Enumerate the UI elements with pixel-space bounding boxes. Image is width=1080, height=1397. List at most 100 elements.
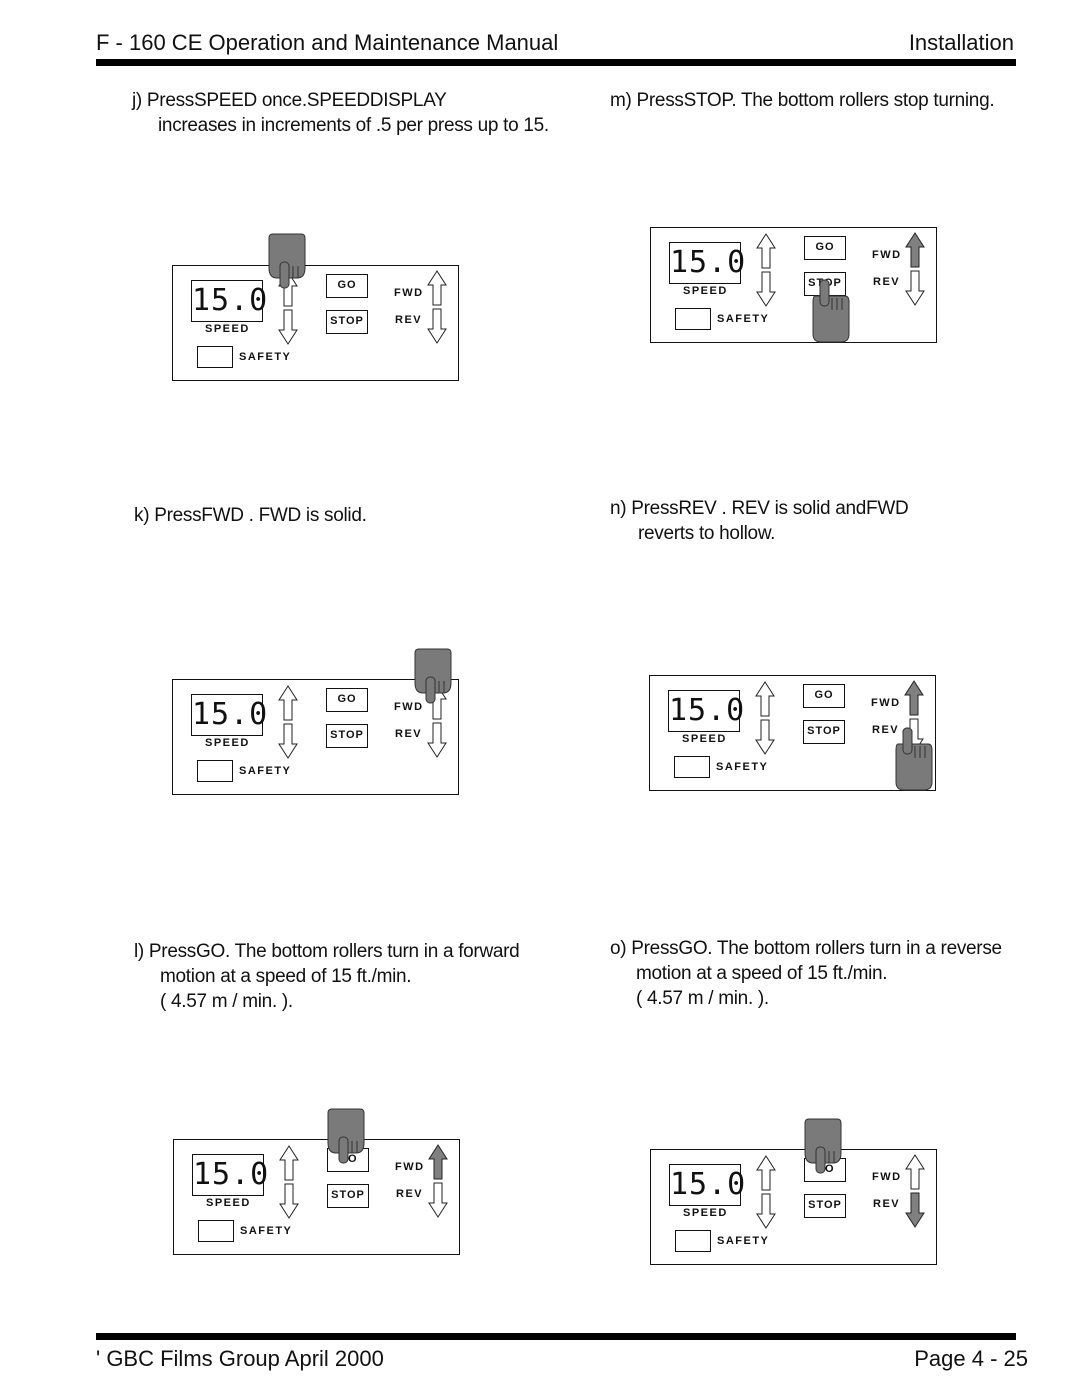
rev-label: REV	[396, 1188, 424, 1200]
stop-button[interactable]: STOP	[326, 310, 368, 334]
pointing-hand-icon	[327, 1108, 365, 1164]
panel-graphics	[756, 232, 925, 343]
panel-graphics	[279, 1108, 448, 1219]
speed-label: SPEED	[682, 733, 727, 745]
panel-graphics	[268, 233, 447, 345]
speed-label: SPEED	[206, 1197, 251, 1209]
fwd-label: FWD	[394, 701, 424, 713]
step-line: m) PressSTOP. The bottom rollers stop tu…	[610, 90, 995, 111]
footer-rule	[96, 1333, 1016, 1340]
speed-down-arrow-icon[interactable]	[755, 719, 775, 755]
fwd-label: FWD	[871, 697, 901, 709]
speed-display: 15.0	[191, 280, 267, 322]
panel-graphics	[278, 648, 452, 759]
go-button[interactable]: GO	[804, 236, 846, 260]
fwd-arrow-icon[interactable]	[905, 1154, 925, 1190]
step-n-text: n) PressREV . REV is solid andFWD revert…	[610, 496, 909, 546]
safety-label: SAFETY	[716, 761, 769, 773]
speed-down-arrow-icon[interactable]	[278, 309, 298, 345]
rev-label: REV	[395, 728, 423, 740]
speed-down-arrow-icon[interactable]	[279, 1183, 299, 1219]
speed-up-arrow-icon[interactable]	[279, 1145, 299, 1181]
rev-arrow-icon[interactable]	[427, 308, 447, 344]
step-line: o) PressGO. The bottom rollers turn in a…	[610, 938, 1002, 959]
rev-arrow-icon[interactable]	[905, 270, 925, 306]
stop-button[interactable]: STOP	[803, 720, 845, 744]
go-button[interactable]: GO	[326, 688, 368, 712]
fwd-label: FWD	[872, 249, 902, 261]
speed-label: SPEED	[683, 285, 728, 297]
safety-label: SAFETY	[717, 1235, 770, 1247]
fwd-arrow-icon[interactable]	[428, 1144, 448, 1180]
pointing-hand-icon	[804, 1118, 842, 1174]
speed-display: 15.0	[668, 690, 744, 732]
step-l-text: l) PressGO. The bottom rollers turn in a…	[134, 939, 520, 1014]
speed-up-arrow-icon[interactable]	[755, 681, 775, 717]
rev-arrow-icon[interactable]	[427, 722, 447, 758]
safety-indicator	[198, 1220, 234, 1242]
speed-down-arrow-icon[interactable]	[756, 1193, 776, 1229]
safety-label: SAFETY	[239, 351, 292, 363]
speed-label: SPEED	[205, 737, 250, 749]
step-line: motion at a speed of 15 ft./min.	[636, 963, 888, 984]
speed-down-arrow-icon[interactable]	[278, 723, 298, 759]
safety-label: SAFETY	[239, 765, 292, 777]
rev-arrow-icon[interactable]	[905, 1192, 925, 1228]
stop-button[interactable]: STOP	[327, 1184, 369, 1208]
step-k-text: k) PressFWD . FWD is solid.	[134, 503, 367, 528]
speed-label: SPEED	[683, 1207, 728, 1219]
step-line: increases in increments of .5 per press …	[158, 115, 549, 136]
pointing-hand-icon	[414, 648, 452, 704]
section-title: Installation	[908, 30, 1014, 55]
rev-label: REV	[873, 1198, 901, 1210]
fwd-label: FWD	[872, 1171, 902, 1183]
safety-indicator	[197, 760, 233, 782]
speed-display: 15.0	[669, 1164, 745, 1206]
stop-button[interactable]: STOP	[804, 1194, 846, 1218]
rev-label: REV	[395, 314, 423, 326]
step-line: j) PressSPEED once.SPEEDDISPLAY	[132, 90, 447, 111]
step-line: reverts to hollow.	[638, 523, 776, 544]
panel-graphics	[755, 680, 933, 791]
go-button[interactable]: GO	[326, 274, 368, 298]
stop-button[interactable]: STOP	[326, 724, 368, 748]
fwd-label: FWD	[394, 287, 424, 299]
safety-indicator	[675, 1230, 711, 1252]
step-line: l) PressGO. The bottom rollers turn in a…	[134, 941, 520, 962]
safety-indicator	[197, 346, 233, 368]
safety-label: SAFETY	[240, 1225, 293, 1237]
fwd-arrow-icon[interactable]	[904, 680, 924, 716]
speed-up-arrow-icon[interactable]	[756, 233, 776, 269]
go-button[interactable]: GO	[803, 684, 845, 708]
speed-up-arrow-icon[interactable]	[756, 1155, 776, 1191]
step-j-text: j) PressSPEED once.SPEEDDISPLAY increase…	[132, 88, 549, 138]
rev-label: REV	[872, 724, 900, 736]
fwd-label: FWD	[395, 1161, 425, 1173]
safety-label: SAFETY	[717, 313, 770, 325]
step-o-text: o) PressGO. The bottom rollers turn in a…	[610, 936, 1002, 1011]
speed-down-arrow-icon[interactable]	[756, 271, 776, 307]
safety-indicator	[675, 308, 711, 330]
rev-label: REV	[873, 276, 901, 288]
step-line: ( 4.57 m / min. ).	[636, 988, 769, 1009]
panel-graphics	[756, 1118, 925, 1229]
speed-label: SPEED	[205, 323, 250, 335]
speed-display: 15.0	[191, 694, 267, 736]
rev-arrow-icon[interactable]	[428, 1182, 448, 1218]
copyright-text: ' GBC Films Group April 2000	[96, 1346, 384, 1371]
page-number: Page 4 - 25	[914, 1346, 1028, 1371]
step-line: ( 4.57 m / min. ).	[160, 991, 293, 1012]
fwd-arrow-icon[interactable]	[905, 232, 925, 268]
speed-display: 15.0	[192, 1154, 268, 1196]
step-line: n) PressREV . REV is solid andFWD	[610, 498, 909, 519]
pointing-hand-icon	[895, 727, 933, 791]
fwd-arrow-icon[interactable]	[427, 270, 447, 306]
speed-up-arrow-icon[interactable]	[278, 685, 298, 721]
header-rule	[96, 59, 1016, 66]
